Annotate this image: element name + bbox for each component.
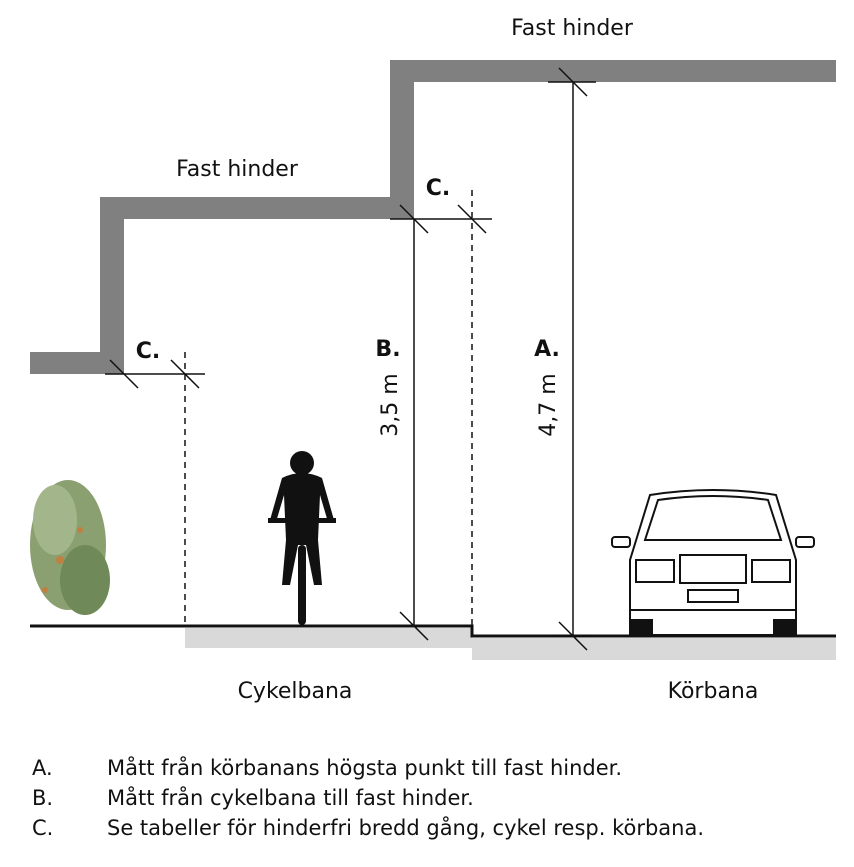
- clearance-diagram: Fast hinder Fast hinder C. C. B. A. 3,5 …: [30, 16, 836, 704]
- dimension-lines: [105, 67, 596, 651]
- obstacle-left-label: Fast hinder: [176, 157, 299, 182]
- obstacle-wall: [30, 60, 836, 374]
- car-illustration: [611, 489, 815, 637]
- legend-key: A.: [32, 756, 53, 780]
- road-label: Körbana: [668, 679, 759, 704]
- legend-text: Se tabeller för hinderfri bredd gång, cy…: [107, 816, 705, 840]
- c-left-label: C.: [136, 339, 161, 364]
- legend-key: C.: [32, 816, 54, 840]
- a-label: A.: [534, 337, 560, 362]
- cycle-lane-label: Cykelbana: [238, 679, 353, 704]
- bush-illustration: [30, 480, 110, 615]
- obstacle-top-label: Fast hinder: [511, 16, 634, 41]
- c-right-label: C.: [426, 176, 451, 201]
- legend-text: Mått från körbanans högsta punkt till fa…: [107, 756, 623, 780]
- legend-text: Mått från cykelbana till fast hinder.: [107, 786, 474, 810]
- road-surface: [472, 638, 836, 660]
- a-height-label: 4,7 m: [536, 373, 561, 436]
- cycle-lane-surface: [185, 628, 472, 648]
- legend-key: B.: [32, 786, 54, 810]
- b-height-label: 3,5 m: [378, 373, 403, 436]
- b-label: B.: [375, 337, 400, 362]
- cyclist-silhouette: [268, 451, 336, 625]
